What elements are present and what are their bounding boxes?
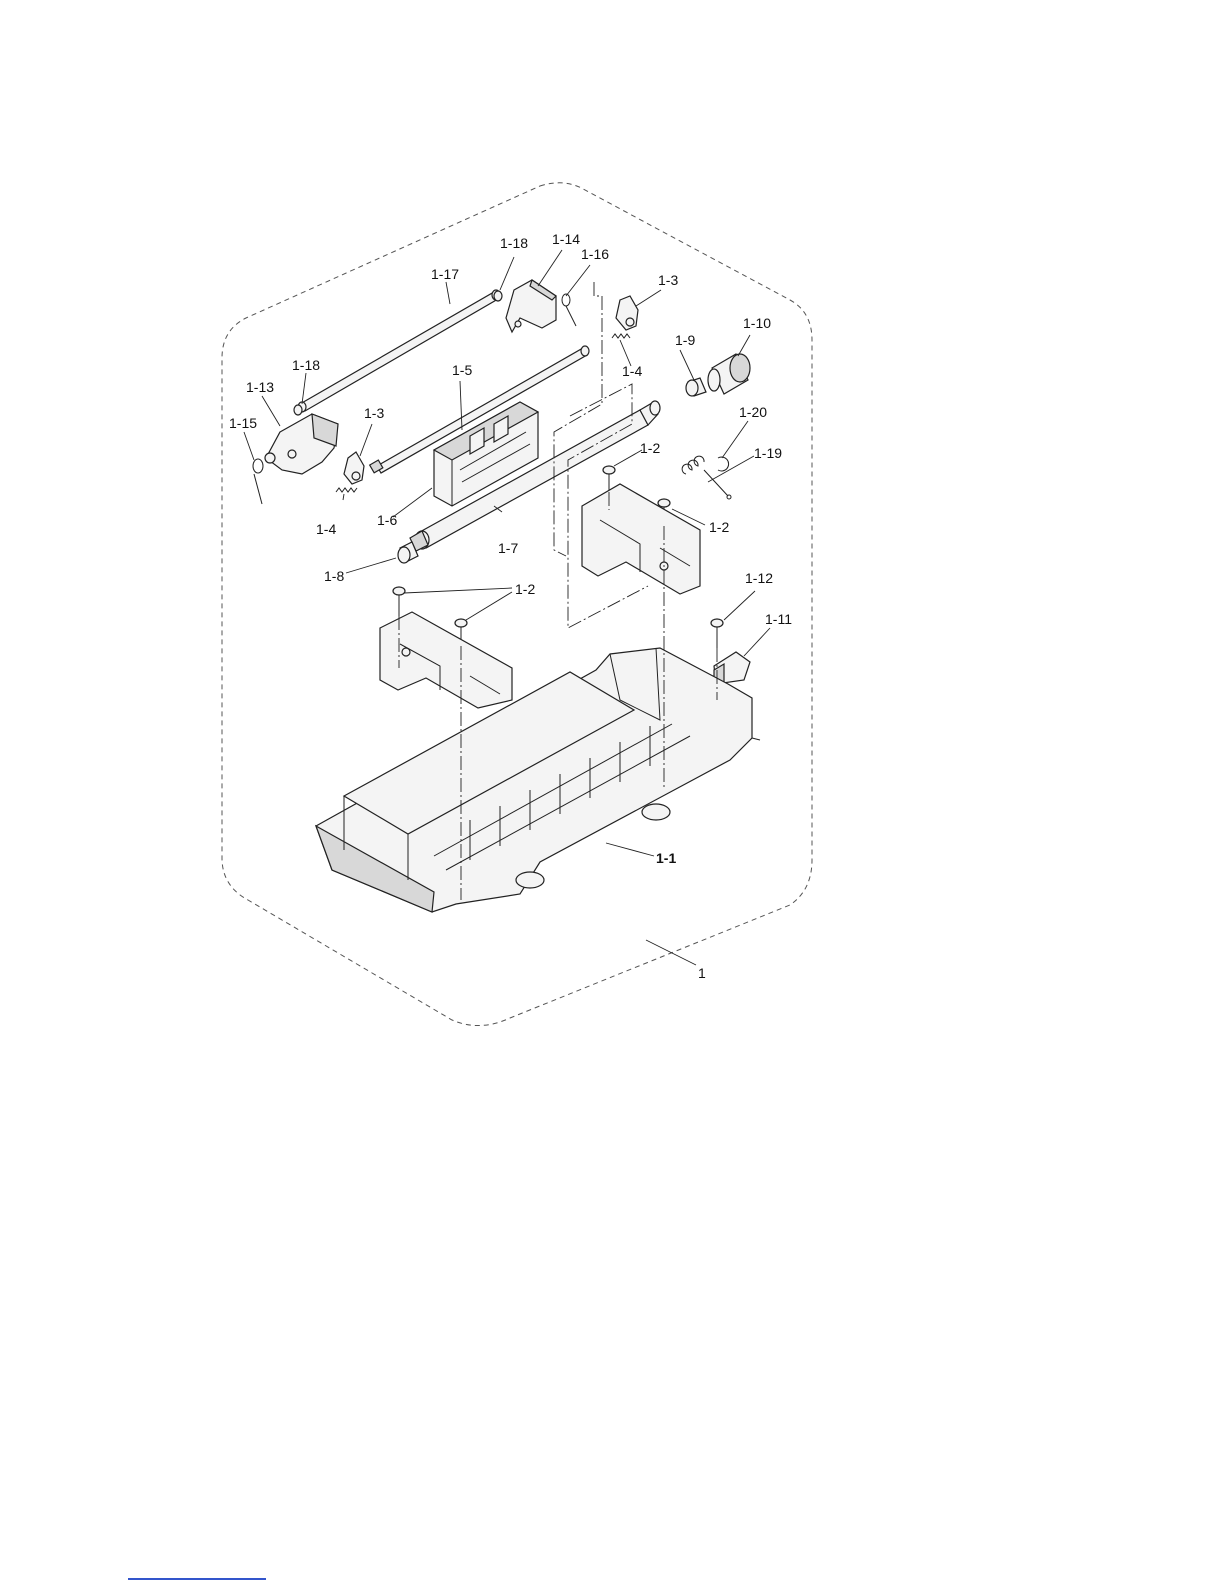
part-spring-1-4-right <box>612 334 630 338</box>
callout-1-9: 1-9 <box>675 332 695 348</box>
part-screw-1-2-c <box>393 587 405 616</box>
callout-1-4-left: 1-4 <box>316 521 336 537</box>
callout-1-16: 1-16 <box>581 246 609 262</box>
part-bushing-1-9 <box>686 378 706 396</box>
callout-1-8: 1-8 <box>324 568 344 584</box>
callout-1-2-a: 1-2 <box>640 440 660 456</box>
part-ring-1-18-left <box>294 405 302 415</box>
part-holder-1-14 <box>506 280 556 332</box>
callout-1-10: 1-10 <box>743 315 771 331</box>
part-base-tray-1-1 <box>316 648 760 912</box>
callout-1-20: 1-20 <box>739 404 767 420</box>
callout-1-2-b: 1-2 <box>709 519 729 535</box>
callout-1-4-right: 1-4 <box>622 363 642 379</box>
callout-1-5: 1-5 <box>452 362 472 378</box>
callout-1-12: 1-12 <box>745 570 773 586</box>
callout-1-13: 1-13 <box>246 379 274 395</box>
part-clip-1-16 <box>562 294 576 326</box>
callout-1-3-left: 1-3 <box>364 405 384 421</box>
callout-1-17: 1-17 <box>431 266 459 282</box>
part-gear-1-10 <box>708 354 750 394</box>
callout-1-14: 1-14 <box>552 231 580 247</box>
part-ring-1-18-top <box>494 291 502 301</box>
part-shaft-1-17 <box>298 290 500 412</box>
part-bracket-left <box>380 612 512 708</box>
callout-1-18-left: 1-18 <box>292 357 320 373</box>
callout-1: 1 <box>698 965 706 981</box>
callout-1-18-top: 1-18 <box>500 235 528 251</box>
callout-1-2-c: 1-2 <box>515 581 535 597</box>
callout-1-1: 1-1 <box>656 850 676 866</box>
part-spring-1-19 <box>682 456 731 499</box>
footer-link-underline <box>128 1578 266 1580</box>
part-bracket-right <box>582 484 700 594</box>
callout-1-11: 1-11 <box>765 611 792 627</box>
callout-1-7: 1-7 <box>498 540 518 556</box>
part-holder-1-13 <box>265 414 338 474</box>
callout-1-3-right: 1-3 <box>658 272 678 288</box>
callout-1-19: 1-19 <box>754 445 782 461</box>
part-lever-1-3-left <box>344 452 364 484</box>
callout-1-6: 1-6 <box>377 512 397 528</box>
part-lever-1-3-right <box>616 296 638 330</box>
part-spring-1-4-left <box>336 488 357 492</box>
callout-1-15: 1-15 <box>229 415 257 431</box>
part-screw-1-12 <box>711 619 723 648</box>
part-ering-1-20 <box>718 457 729 471</box>
part-clip-1-15 <box>253 459 263 504</box>
